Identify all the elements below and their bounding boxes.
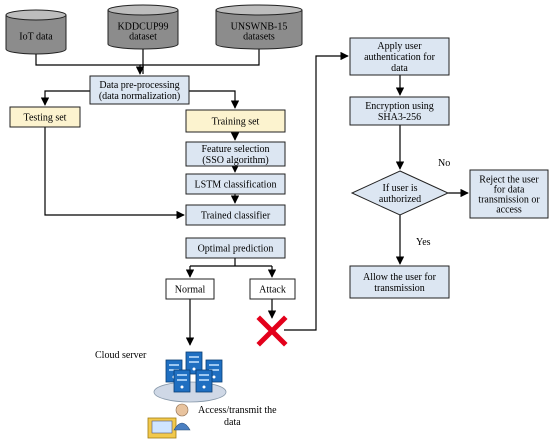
preprocessing-box: Data pre-processing(data normalization) bbox=[89, 75, 190, 105]
feature-selection-box-label: Feature selection(SSO algorithm) bbox=[201, 144, 269, 166]
lstm-box-label: LSTM classification bbox=[195, 180, 277, 191]
testing-set-box-label: Testing set bbox=[24, 113, 67, 124]
database-iot-label: IoT data bbox=[19, 32, 53, 43]
user-computer-icon bbox=[147, 403, 191, 439]
normal-box: Normal bbox=[165, 278, 215, 300]
server-unit bbox=[173, 369, 191, 393]
optimal-prediction-box: Optimal prediction bbox=[185, 237, 286, 259]
cloud-server-title: Cloud server bbox=[95, 350, 147, 361]
edge-x-to-auth bbox=[284, 51, 349, 331]
trained-classifier-box: Trained classifier bbox=[185, 204, 286, 226]
edge-split-right bbox=[189, 90, 240, 109]
edge-label-yes: Yes bbox=[416, 237, 431, 248]
attack-box: Attack bbox=[249, 278, 296, 300]
edge-split-left bbox=[40, 90, 90, 106]
optimal-prediction-box-label: Optimal prediction bbox=[198, 244, 274, 255]
training-set-box-label: Training set bbox=[212, 117, 260, 128]
trained-classifier-box-label: Trained classifier bbox=[201, 211, 271, 222]
feature-selection-box: Feature selection(SSO algorithm) bbox=[185, 141, 286, 167]
server-unit bbox=[195, 369, 213, 393]
normal-box-label: Normal bbox=[175, 285, 206, 296]
server-unit bbox=[185, 351, 203, 375]
preprocessing-box-label: Data pre-processing(data normalization) bbox=[99, 80, 180, 102]
training-set-box: Training set bbox=[185, 109, 286, 133]
attack-box-label: Attack bbox=[259, 285, 286, 296]
lstm-box: LSTM classification bbox=[185, 173, 286, 195]
testing-set-box: Testing set bbox=[9, 106, 81, 128]
cloud-server-icon bbox=[153, 351, 227, 403]
edge-unsw-to-pre bbox=[140, 45, 260, 66]
reject-x-icon bbox=[256, 315, 288, 347]
edge-iot-to-pre bbox=[35, 50, 145, 75]
database-iot: IoT data bbox=[5, 9, 67, 55]
edge-test-to-trained bbox=[44, 127, 185, 220]
edge-label-no: No bbox=[438, 158, 450, 169]
